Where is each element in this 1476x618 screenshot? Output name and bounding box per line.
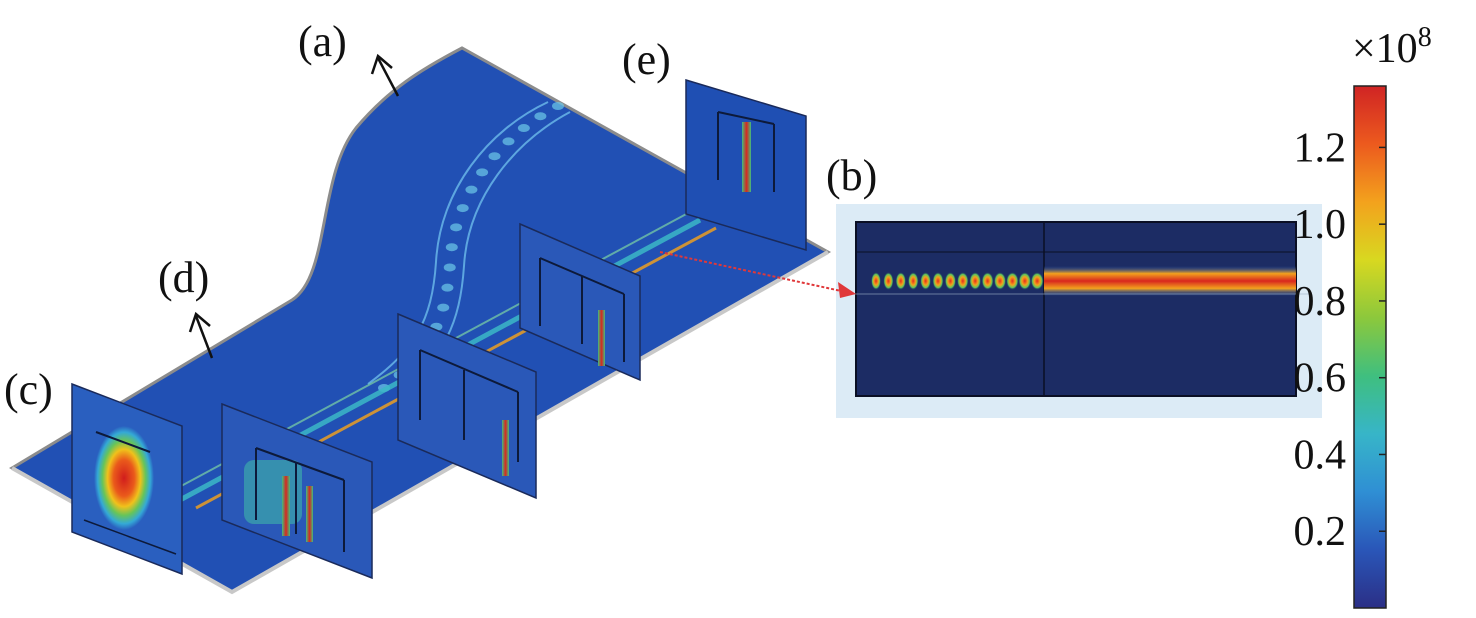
cross-section-mid-right bbox=[519, 222, 641, 382]
colorbar: 1.2 1.0 0.8 0.6 0.4 0.2 ×108 bbox=[1294, 22, 1432, 609]
slice-mid-right-frame-top bbox=[539, 257, 625, 295]
cross-section-c bbox=[71, 382, 183, 576]
slice-e-frame-top bbox=[717, 111, 775, 125]
slice-mid-left-frame-top bbox=[255, 447, 345, 481]
zoom-field-spot bbox=[883, 272, 894, 290]
slice-mid-left-hot-line-2 bbox=[306, 486, 313, 542]
colorbar-ticks: 1.2 1.0 0.8 0.6 0.4 0.2 bbox=[1294, 125, 1386, 555]
bend-field-spot bbox=[502, 137, 515, 146]
zoom-field-spot bbox=[956, 272, 969, 290]
cross-section-mid-left bbox=[221, 402, 373, 580]
colorbar-multiplier-exponent: 8 bbox=[1418, 22, 1432, 53]
colorbar-multiplier: ×108 bbox=[1352, 22, 1432, 72]
slice-mid-left-hot-line-1 bbox=[282, 476, 290, 536]
arrow-d-head bbox=[188, 311, 211, 333]
colorbar-multiplier-base: ×10 bbox=[1352, 26, 1418, 72]
zoom-field-spot bbox=[907, 272, 919, 290]
label-arrow-d bbox=[188, 311, 214, 359]
slice-e-hot-line bbox=[742, 122, 751, 192]
pointer-arrow bbox=[659, 251, 856, 298]
arrow-a-shaft bbox=[376, 57, 400, 97]
label-arrow-a bbox=[370, 53, 400, 97]
slice-center-hot-line bbox=[502, 420, 509, 476]
colorbar-tick-label: 1.2 bbox=[1294, 125, 1347, 171]
label-e: (e) bbox=[622, 35, 671, 84]
zoom-inset-periodic-spots bbox=[871, 272, 1044, 290]
colorbar-tick-label: 0.6 bbox=[1294, 356, 1347, 402]
cross-section-center bbox=[397, 312, 537, 500]
zoom-field-spot bbox=[920, 272, 932, 290]
bend-field-spot bbox=[441, 283, 454, 292]
zoom-field-spot bbox=[1030, 272, 1044, 290]
zoom-field-spot bbox=[969, 272, 982, 290]
label-a: (a) bbox=[298, 17, 347, 66]
pointer-arrow-line bbox=[659, 251, 847, 293]
colorbar-gradient bbox=[1353, 85, 1387, 609]
slice-c-frame-line bbox=[95, 431, 151, 453]
bend-field-spot bbox=[437, 303, 450, 312]
colorbar-tick-label: 0.4 bbox=[1294, 432, 1347, 478]
bend-field-spot bbox=[488, 152, 501, 161]
arrow-a-head bbox=[370, 53, 393, 75]
zoom-field-spot bbox=[895, 272, 907, 290]
zoom-inset-beam bbox=[1044, 266, 1296, 296]
zoom-field-spot bbox=[993, 272, 1007, 290]
slice-c-frame-base bbox=[83, 519, 177, 555]
label-c: (c) bbox=[4, 365, 53, 414]
zoom-field-spot bbox=[1018, 272, 1032, 290]
arrow-d-shaft bbox=[194, 315, 214, 359]
bend-field-spot bbox=[456, 204, 469, 213]
zoom-inset-field bbox=[855, 221, 1297, 397]
slice-c-mode-spot bbox=[94, 426, 154, 530]
colorbar-tick-label: 0.2 bbox=[1294, 509, 1347, 555]
zoom-field-spot bbox=[871, 272, 881, 290]
platform-slab bbox=[9, 46, 832, 594]
bend-field-spot bbox=[534, 112, 547, 121]
bend-field-spot bbox=[476, 168, 489, 177]
zoom-field-spot bbox=[981, 272, 994, 290]
bend-field-spot bbox=[465, 185, 478, 194]
zoom-field-spot bbox=[1006, 272, 1019, 290]
slice-center-panel bbox=[397, 312, 537, 500]
slice-center-frame-top bbox=[419, 349, 519, 393]
colorbar-tick-label: 1.0 bbox=[1294, 202, 1347, 248]
zoom-field-spot bbox=[932, 272, 944, 290]
zoom-field-spot bbox=[944, 272, 957, 290]
bend-field-spot bbox=[552, 102, 564, 110]
cross-section-e bbox=[685, 78, 807, 252]
bend-field-spot bbox=[445, 243, 458, 252]
colorbar-tick-label: 0.8 bbox=[1294, 279, 1347, 325]
label-d: (d) bbox=[158, 253, 209, 302]
bend-field-spot bbox=[443, 263, 456, 272]
slice-mid-left-glow bbox=[244, 460, 302, 524]
pointer-arrowhead bbox=[838, 282, 856, 298]
label-b: (b) bbox=[826, 151, 877, 200]
bend-field-spot bbox=[450, 223, 463, 232]
bend-field-spot bbox=[517, 124, 530, 133]
zoom-inset-b bbox=[836, 204, 1322, 418]
slice-mid-right-hot-line bbox=[598, 310, 605, 366]
